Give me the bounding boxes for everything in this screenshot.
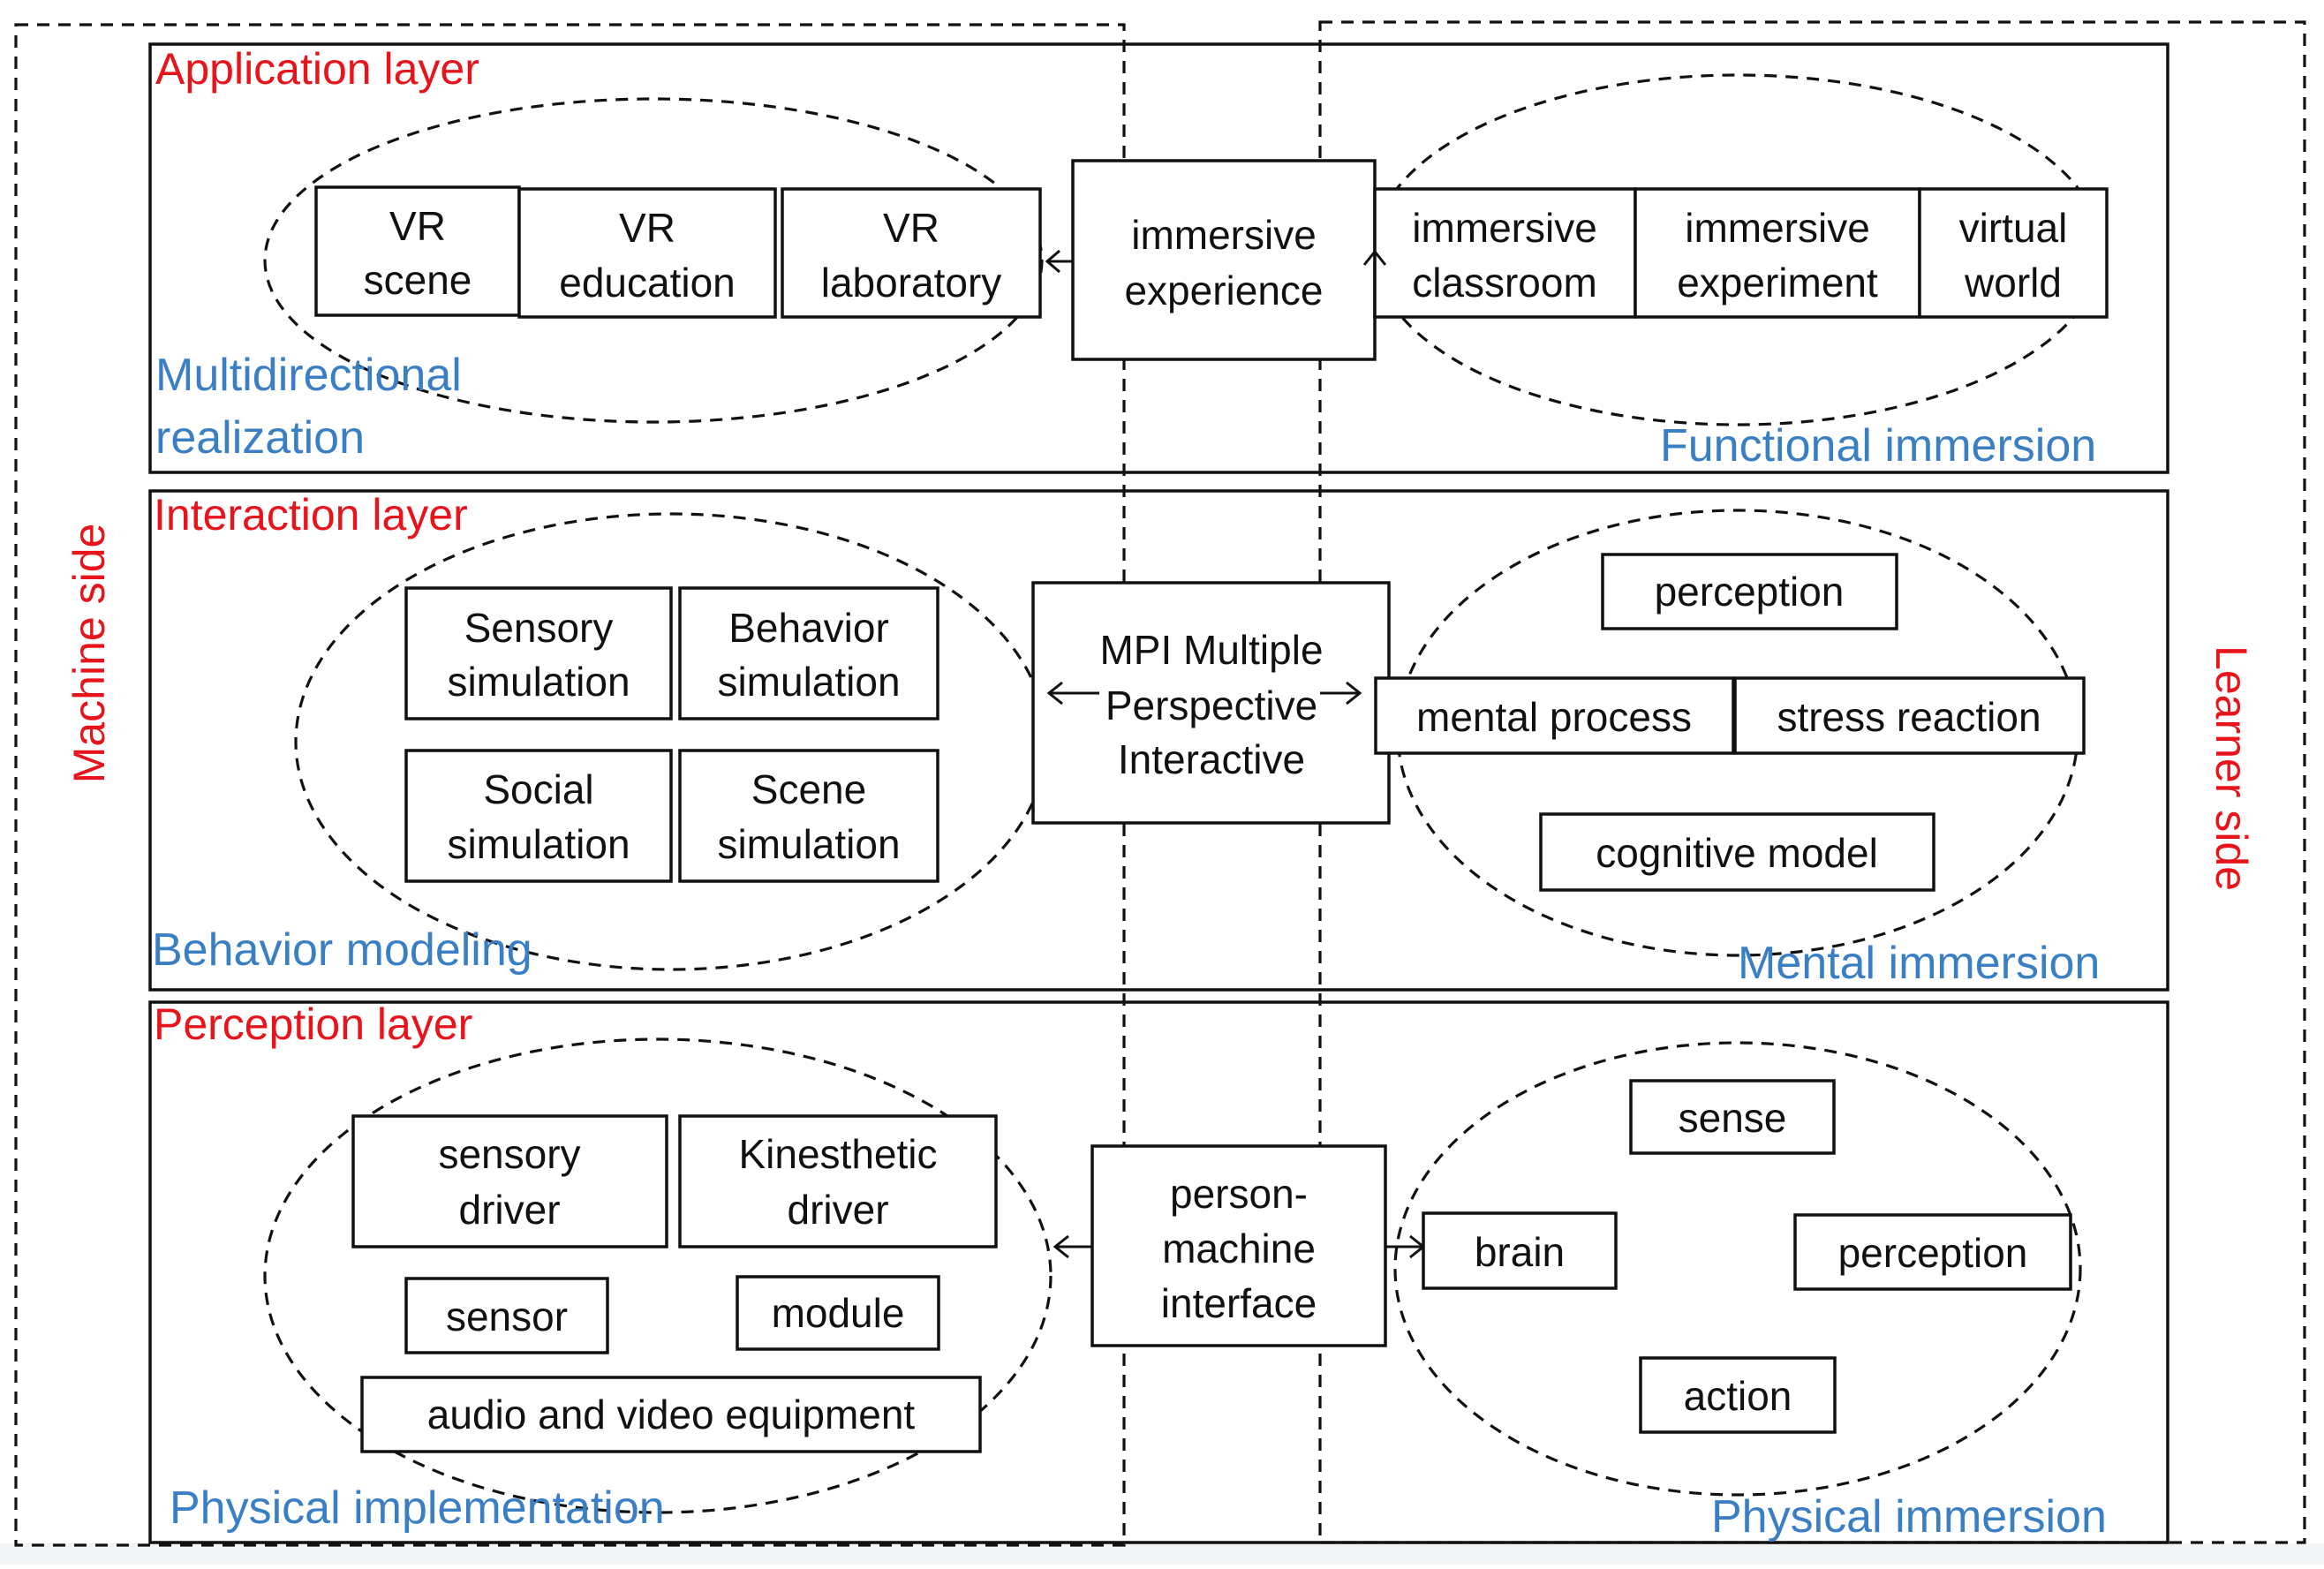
vr-scene-line1: VR [389,203,446,249]
cognitive-model-label: cognitive model [1596,830,1878,876]
sense-label: sense [1679,1095,1787,1141]
immersive-experience-line1: immersive [1131,212,1317,258]
mpi-line2: Perspective [1105,683,1317,728]
pmi-line1: person- [1170,1171,1308,1217]
sensor-label: sensor [446,1294,568,1339]
virtual-world-line1: virtual [1959,205,2068,251]
mpi-arrow-right [1320,681,1362,705]
sensory-driver-line2: driver [458,1187,560,1233]
stress-reaction-box: stress reaction [1733,676,2086,755]
mpi-line3: Interactive [1118,736,1305,782]
kinesthetic-driver-line1: Kinesthetic [738,1131,937,1177]
mpi-arrow-left [1046,681,1099,705]
immersive-experience-box: immersive experience [1071,159,1377,361]
sensory-driver-box: sensory driver [351,1114,668,1248]
perception-mental-label: perception [1655,569,1845,615]
app-arrow-left [1045,249,1073,274]
vr-laboratory-box: VR laboratory [781,187,1042,319]
module-label: module [772,1290,905,1336]
vr-scene-box: VR scene [314,185,521,317]
multidirectional-label: Multidirectional [155,350,462,401]
sensory-simulation-line1: Sensory [464,605,614,651]
pmi-arrow-right [1385,1234,1426,1259]
perception-layer-frame [148,1000,2169,1544]
functional-immersion-label: Functional immersion [1660,420,2096,471]
social-simulation-line1: Social [483,766,593,812]
perception-physical-box: perception [1793,1213,2072,1291]
sensor-box: sensor [404,1277,609,1354]
pmi-arrow-left [1053,1234,1092,1259]
person-machine-interface-box: person- machine interface [1090,1144,1387,1347]
learner-side-label: Learner side [2207,645,2256,891]
vr-laboratory-line1: VR [883,205,939,251]
vr-education-box: VR education [517,187,777,319]
realization-label: realization [155,412,365,464]
social-simulation-line2: simulation [447,821,630,867]
perception-layer-title: Perception layer [154,999,472,1049]
brain-label: brain [1475,1229,1565,1275]
behavior-simulation-line2: simulation [717,659,900,705]
physical-implementation-label: Physical implementation [170,1482,665,1534]
application-layer-title: Application layer [155,44,479,94]
kinesthetic-driver-box: Kinesthetic driver [678,1114,998,1248]
machine-side-label: Machine side [64,524,114,784]
scene-simulation-line1: Scene [751,766,866,812]
kinesthetic-driver-line2: driver [787,1187,888,1233]
footer-strip [0,1543,2324,1565]
mpi-box: MPI Multiple Perspective Interactive [1031,581,1391,825]
behavior-modeling-ellipse [294,512,1048,971]
vr-education-line1: VR [619,205,675,251]
pmi-line2: machine [1162,1226,1316,1271]
physical-implementation-ellipse [263,1037,1053,1514]
perception-mental-box: perception [1601,553,1898,630]
physical-immersion-label: Physical immersion [1711,1491,2107,1543]
virtual-world-box: virtual world [1918,187,2109,319]
brain-box: brain [1422,1211,1618,1290]
action-box: action [1639,1356,1837,1434]
mental-process-box: mental process [1374,676,1735,755]
sensory-driver-line1: sensory [438,1131,580,1177]
mpi-line1: MPI Multiple [1099,627,1323,673]
cognitive-model-box: cognitive model [1539,812,1935,892]
sensory-simulation-box: Sensory simulation [404,586,673,720]
audio-video-equipment-label: audio and video equipment [427,1392,916,1437]
mental-immersion-label: Mental immersion [1738,938,2100,989]
vr-education-line2: education [559,260,736,306]
multidirectional-realization-ellipse [263,97,1044,424]
pmi-line3: interface [1161,1280,1317,1326]
app-arrow-up [1362,249,1387,291]
stress-reaction-label: stress reaction [1777,694,2041,740]
social-simulation-box: Social simulation [404,749,673,883]
physical-immersion-ellipse [1393,1041,2082,1497]
immersive-classroom-line2: classroom [1412,260,1597,306]
virtual-world-line2: world [1964,260,2062,306]
module-box: module [736,1275,940,1351]
behavior-simulation-line1: Behavior [728,605,889,651]
behavior-simulation-box: Behavior simulation [678,586,939,720]
application-layer-frame [148,42,2169,474]
immersive-experiment-box: immersive experiment [1634,187,1921,319]
immersive-experience-line2: experience [1124,268,1323,313]
interaction-layer-frame [148,489,2169,992]
vr-scene-line2: scene [364,257,472,303]
immersive-classroom-line1: immersive [1412,205,1597,251]
scene-simulation-box: Scene simulation [678,749,939,883]
interaction-layer-title: Interaction layer [154,490,468,539]
audio-video-equipment-box: audio and video equipment [360,1376,982,1453]
behavior-modeling-label: Behavior modeling [152,924,532,976]
immersive-experiment-line2: experiment [1677,260,1878,306]
action-label: action [1684,1373,1792,1419]
scene-simulation-line2: simulation [717,821,900,867]
sense-box: sense [1629,1079,1836,1155]
perception-physical-label: perception [1838,1230,2028,1276]
mental-process-label: mental process [1416,694,1692,740]
vr-laboratory-line2: laboratory [821,260,1002,306]
immersive-experiment-line1: immersive [1685,205,1870,251]
sensory-simulation-line2: simulation [447,659,630,705]
immersive-classroom-box: immersive classroom [1373,187,1637,319]
